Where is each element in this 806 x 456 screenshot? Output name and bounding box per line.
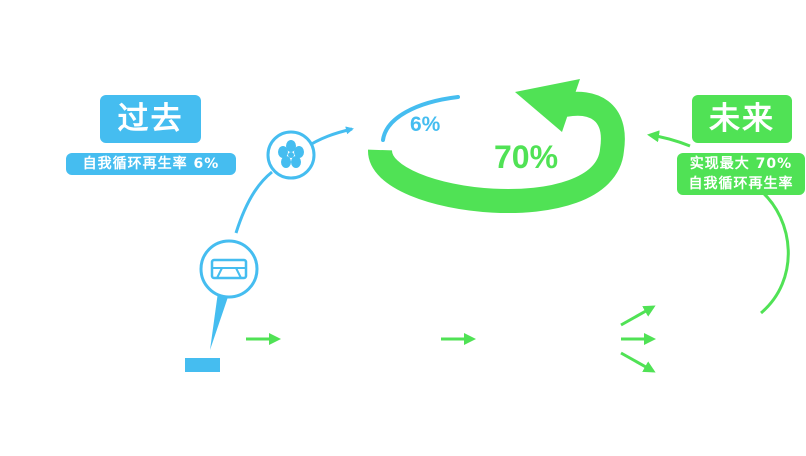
flow-arrow-3a bbox=[620, 305, 656, 327]
future-rate-line2: 自我循环再生率 bbox=[688, 176, 794, 192]
tray-icon bbox=[199, 239, 259, 350]
past-percent: 6% bbox=[410, 113, 441, 136]
past-rate-label: 自我循环再生率 6% bbox=[66, 153, 236, 175]
future-percent: 70% bbox=[494, 139, 559, 175]
green-return-line-top bbox=[647, 130, 691, 148]
bar-icon bbox=[185, 358, 220, 372]
future-rate-line1: 实现最大 70% bbox=[689, 156, 793, 172]
cycle-arrow-green bbox=[368, 91, 625, 214]
flow-arrow-3c bbox=[620, 351, 656, 373]
blue-flow-line bbox=[234, 170, 273, 234]
green-return-line bbox=[759, 188, 790, 315]
cycle-arrowhead-green bbox=[515, 79, 580, 132]
future-label: 未来 bbox=[692, 95, 792, 143]
future-rate-label: 实现最大 70% 自我循环再生率 bbox=[677, 153, 805, 195]
fan-icon bbox=[266, 130, 316, 180]
cycle-arc-blue bbox=[381, 95, 460, 142]
past-label: 过去 bbox=[100, 95, 201, 143]
